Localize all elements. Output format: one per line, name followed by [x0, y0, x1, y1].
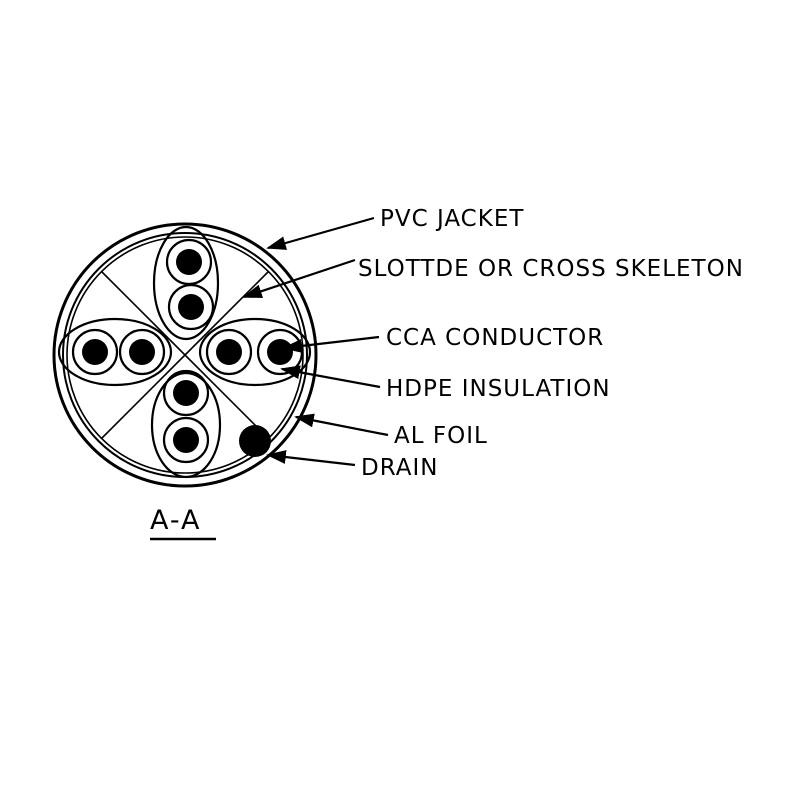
drain-wire [239, 425, 271, 457]
label-insulation: HDPE INSULATION [386, 376, 611, 402]
leader-pvc-jacket [266, 216, 375, 250]
label-skeleton: SLOTTDE OR CROSS SKELETON [358, 256, 744, 282]
pair-envelopes [57, 225, 312, 479]
leader-insulation [280, 365, 381, 389]
leader-lines [242, 216, 389, 467]
al-foil-inner-ring [66, 236, 304, 474]
pair-right [205, 328, 304, 376]
section-label: A-A [150, 505, 202, 536]
label-foil: AL FOIL [394, 423, 488, 449]
pair-top [165, 238, 215, 331]
pair-left [71, 328, 166, 376]
leader-foil [294, 413, 389, 437]
leader-conductor [282, 335, 380, 353]
leader-drain [266, 450, 356, 467]
pvc-jacket-outer-ring [52, 222, 318, 488]
label-drain: DRAIN [361, 455, 438, 481]
label-pvc-jacket: PVC JACKET [380, 206, 524, 232]
pair-bottom [162, 369, 210, 464]
leader-skeleton [242, 258, 356, 299]
label-conductor: CCA CONDUCTOR [386, 325, 604, 351]
